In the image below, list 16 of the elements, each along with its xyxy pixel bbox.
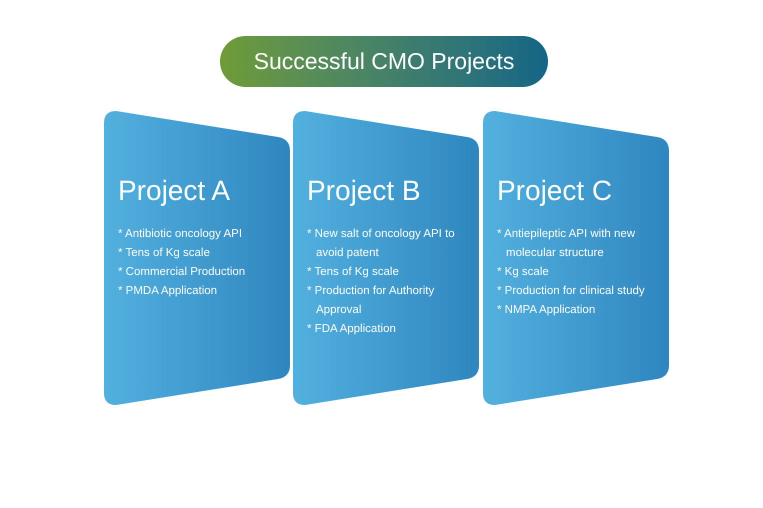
card-heading: Project B (307, 174, 421, 208)
bullet-item: * New salt of oncology API to avoid patent (307, 227, 456, 261)
card-heading: Project C (497, 174, 612, 208)
title-pill: Successful CMO Projects (220, 36, 548, 87)
bullet-item: * Antibiotic oncology API (118, 227, 242, 242)
bullet-item: * PMDA Application (118, 284, 218, 299)
bullet-item: * NMPA Application (497, 303, 596, 318)
bullet-item: * Tens of Kg scale (118, 246, 210, 261)
bullet-item: * Commercial Production (118, 265, 246, 280)
bullet-item: * Production for Authority Approval (307, 284, 436, 318)
bullet-item: * Tens of Kg scale (307, 265, 399, 280)
card-heading: Project A (118, 174, 230, 208)
bullet-item: * Production for clinical study (497, 284, 645, 299)
bullet-item: * Antiepileptic API with new molecular structure (497, 227, 636, 261)
bullet-item: * FDA Application (307, 322, 396, 337)
bullet-item: * Kg scale (497, 265, 549, 280)
